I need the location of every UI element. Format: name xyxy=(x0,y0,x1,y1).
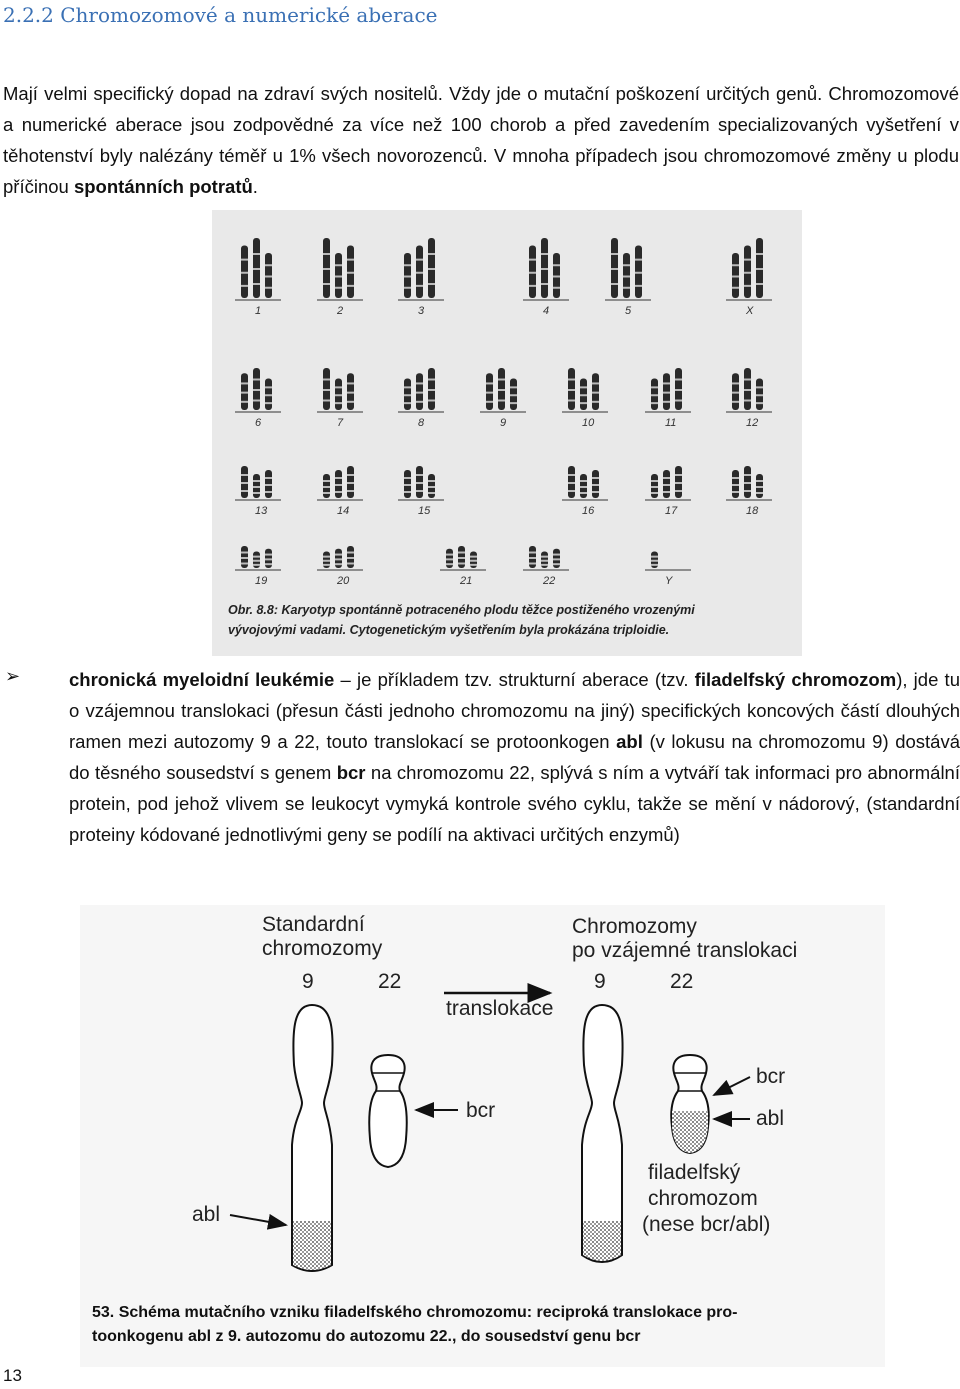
chromosome-label: 5 xyxy=(625,305,632,317)
section-heading: 2.2.2 Chromozomové a numerické aberace xyxy=(3,3,438,27)
right-title-line1: Chromozomy xyxy=(572,915,697,938)
chromosome-label: 12 xyxy=(746,417,758,429)
chromosome-group-22 xyxy=(529,546,560,568)
chromosome-label: 11 xyxy=(665,417,676,429)
chromosome-label: Y xyxy=(665,575,673,587)
chromosome-group-18 xyxy=(732,466,763,498)
chromosome-group-14 xyxy=(323,466,354,498)
translocation-caption-line2: toonkogenu abl z 9. autozomu do autozomu… xyxy=(92,1328,640,1345)
arrow-label: translokace xyxy=(446,997,553,1020)
left-num-9: 9 xyxy=(302,970,314,993)
chromosome-group-8 xyxy=(404,368,435,410)
chromosome-label: 14 xyxy=(337,505,349,517)
right-chromosome-9 xyxy=(581,1003,624,1263)
translocation-diagram: Standardní chromozomy Chromozomy po vzáj… xyxy=(92,913,797,1345)
chromosome-group-3 xyxy=(404,238,435,298)
right-num-9: 9 xyxy=(594,970,606,993)
translocation-caption-line1: 53. Schéma mutačního vzniku filadelfskéh… xyxy=(92,1304,738,1321)
chromosome-group-11 xyxy=(651,368,682,410)
chromosome-label: 2 xyxy=(336,305,343,317)
translocation-figure: Standardní chromozomy Chromozomy po vzáj… xyxy=(80,905,885,1367)
intro-text: Mají velmi specifický dopad na zdraví sv… xyxy=(3,83,959,197)
chromosome-group-9 xyxy=(486,368,517,410)
bullet-bold-cml: chronická myeloidní leukémie xyxy=(69,669,335,690)
chromosome-group-7 xyxy=(323,368,354,410)
chromosome-label: 3 xyxy=(418,305,425,317)
chromosome-label: 6 xyxy=(255,417,262,429)
bullet-text-3: (v lokusu na chromozomu 9) dostává do tě… xyxy=(69,731,960,783)
chromosome-label: 13 xyxy=(255,505,268,517)
right-bcr-label: bcr xyxy=(756,1065,785,1088)
chromosome-group-10 xyxy=(568,368,599,410)
chromosome-group-12 xyxy=(732,368,763,410)
bullet-text-2: ), jde tu o vzájemnou translokaci (přesu… xyxy=(69,669,960,752)
chromosome-group-17 xyxy=(651,466,682,498)
chromosome-label: 10 xyxy=(582,417,595,429)
chromosome-label: 9 xyxy=(500,417,506,429)
chromosome-group-5 xyxy=(611,238,642,298)
chromosome-label: 16 xyxy=(582,505,595,517)
chromosome-group-6 xyxy=(241,368,272,410)
chromosome-label: 18 xyxy=(746,505,759,517)
left-chromosome-9 xyxy=(291,1003,334,1272)
chromosome-label: 4 xyxy=(543,305,549,317)
chromosome-label: 8 xyxy=(418,417,425,429)
bullet-text-1: – je příkladem tzv. strukturní aberace (… xyxy=(334,669,695,690)
left-num-22: 22 xyxy=(378,970,401,993)
philadelphia-abl-region xyxy=(672,1111,708,1153)
chromosome-group-13 xyxy=(241,466,272,498)
left-chromosome-22 xyxy=(368,1053,408,1169)
chromosome-label: 19 xyxy=(255,575,267,587)
bullet-arrow-icon: ➢ xyxy=(5,666,21,687)
ph-label-line2: chromozom xyxy=(648,1187,758,1210)
chromosome-group-20 xyxy=(323,546,354,568)
right-title-line2: po vzájemné translokaci xyxy=(572,939,797,962)
left-bcr-label: bcr xyxy=(466,1099,495,1122)
left-title-line2: chromozomy xyxy=(262,937,383,960)
chromosome-label: 22 xyxy=(542,575,555,587)
chromosome-label: 7 xyxy=(337,417,344,429)
chromosome-label: 21 xyxy=(459,575,472,587)
ph-label-line1: filadelfský xyxy=(648,1161,741,1184)
chromosome-group-19 xyxy=(241,546,272,568)
left-title-line1: Standardní xyxy=(262,913,365,936)
bullet-text-4: na chromozomu 22, splývá s ním a vytváří… xyxy=(69,762,960,845)
right-chr9-translocated-region xyxy=(583,1221,621,1261)
right-abl-label: abl xyxy=(756,1107,784,1130)
chromosome-group-2 xyxy=(323,238,354,298)
karyotype-caption-line2: vývojovými vadami. Cytogenetickým vyšetř… xyxy=(228,623,669,637)
left-abl-pointer xyxy=(229,1213,288,1230)
chromosome-group-15 xyxy=(404,466,435,498)
left-abl-region xyxy=(293,1221,331,1270)
karyotype-caption-line1: Obr. 8.8: Karyotyp spontánně potraceného… xyxy=(228,603,695,617)
chromosome-label: X xyxy=(745,305,754,317)
bullet-bold-bcr: bcr xyxy=(336,762,366,783)
bullet-paragraph: chronická myeloidní leukémie – je příkla… xyxy=(69,664,960,850)
chromosome-group-21 xyxy=(446,546,477,568)
left-abl-label: abl xyxy=(192,1203,220,1226)
page-number: 13 xyxy=(3,1366,22,1385)
ph-label-line3: (nese bcr/abl) xyxy=(642,1213,770,1236)
bullet-bold-abl: abl xyxy=(616,731,643,752)
bullet-bold-ph: filadelfský chromozom xyxy=(694,669,897,690)
chromosome-group-X xyxy=(732,238,763,298)
chromosome-label: 20 xyxy=(336,575,350,587)
chromosome-group-Y xyxy=(651,551,658,568)
chromosome-group-1 xyxy=(241,238,272,298)
chromosome-label: 17 xyxy=(665,505,678,517)
intro-bold-term: spontánních potratů xyxy=(73,176,253,197)
chromosome-label: 1 xyxy=(255,305,261,317)
chromosome-label: 15 xyxy=(418,505,431,517)
right-num-22: 22 xyxy=(670,970,693,993)
intro-paragraph: Mají velmi specifický dopad na zdraví sv… xyxy=(3,78,959,202)
chromosome-group-4 xyxy=(529,238,560,298)
intro-end: . xyxy=(252,176,258,197)
chromosome-group-16 xyxy=(568,466,599,498)
right-bcr-pointer xyxy=(712,1076,751,1096)
